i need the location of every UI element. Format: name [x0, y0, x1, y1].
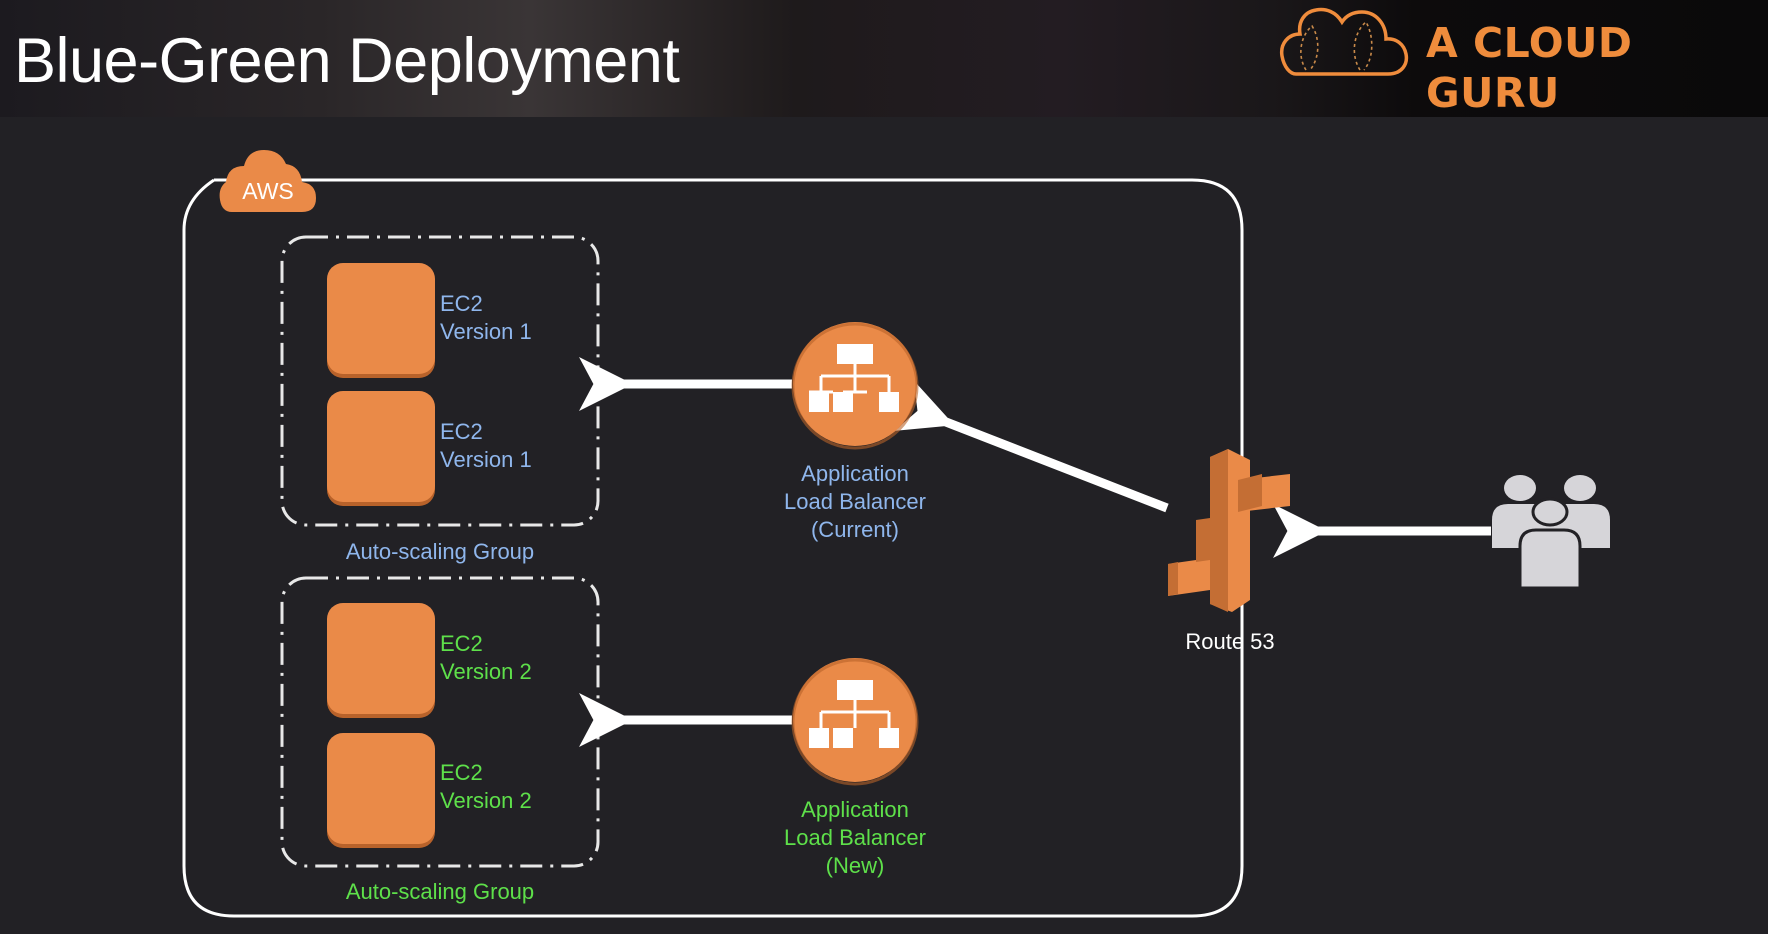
alb-current-label: Application Load Balancer (Current) — [735, 460, 975, 544]
header-bar: Blue-Green Deployment A CLOUD GURU — [0, 0, 1768, 117]
alb-label-line: Application — [801, 797, 909, 822]
aws-cloud-icon — [219, 150, 316, 212]
ec2-label: EC2 Version 2 — [440, 630, 532, 686]
ec2-version: Version 1 — [440, 447, 532, 472]
alb-label-line: Load Balancer — [784, 825, 926, 850]
ec2-name: EC2 — [440, 419, 483, 444]
ec2-instance-icon — [327, 603, 435, 714]
users-icon — [1492, 475, 1610, 590]
ec2-name: EC2 — [440, 760, 483, 785]
ec2-label: EC2 Version 1 — [440, 418, 532, 474]
brand-name: A CLOUD GURU — [1426, 19, 1633, 117]
ec2-version: Version 1 — [440, 319, 532, 344]
ec2-version: Version 2 — [440, 659, 532, 684]
alb-new-label: Application Load Balancer (New) — [735, 796, 975, 880]
load-balancer-icon — [791, 658, 919, 786]
alb-label-line: Application — [801, 461, 909, 486]
ec2-version: Version 2 — [440, 788, 532, 813]
cloud-logo-icon — [1279, 7, 1409, 76]
arrow-route53-to-alb-current — [894, 380, 1169, 513]
ec2-label: EC2 Version 2 — [440, 759, 532, 815]
aws-badge-label: AWS — [242, 178, 294, 204]
load-balancer-icon — [791, 322, 919, 450]
alb-label-line: (New) — [825, 853, 885, 878]
asg-blue-label: Auto-scaling Group — [345, 539, 535, 564]
ec2-name: EC2 — [440, 291, 483, 316]
ec2-label: EC2 Version 1 — [440, 290, 532, 346]
alb-label-line: (Current) — [810, 517, 899, 542]
asg-green-label: Auto-scaling Group — [345, 879, 535, 904]
ec2-instance-icon — [327, 391, 435, 502]
page-title: Blue-Green Deployment — [14, 26, 680, 96]
ec2-name: EC2 — [440, 631, 483, 656]
route53-icon — [1168, 449, 1290, 612]
ec2-instance-icon — [327, 263, 435, 374]
ec2-instance-icon — [327, 733, 435, 844]
route53-label: Route 53 — [1185, 629, 1275, 654]
aws-region-border — [182, 178, 1244, 918]
alb-label-line: Load Balancer — [784, 489, 926, 514]
